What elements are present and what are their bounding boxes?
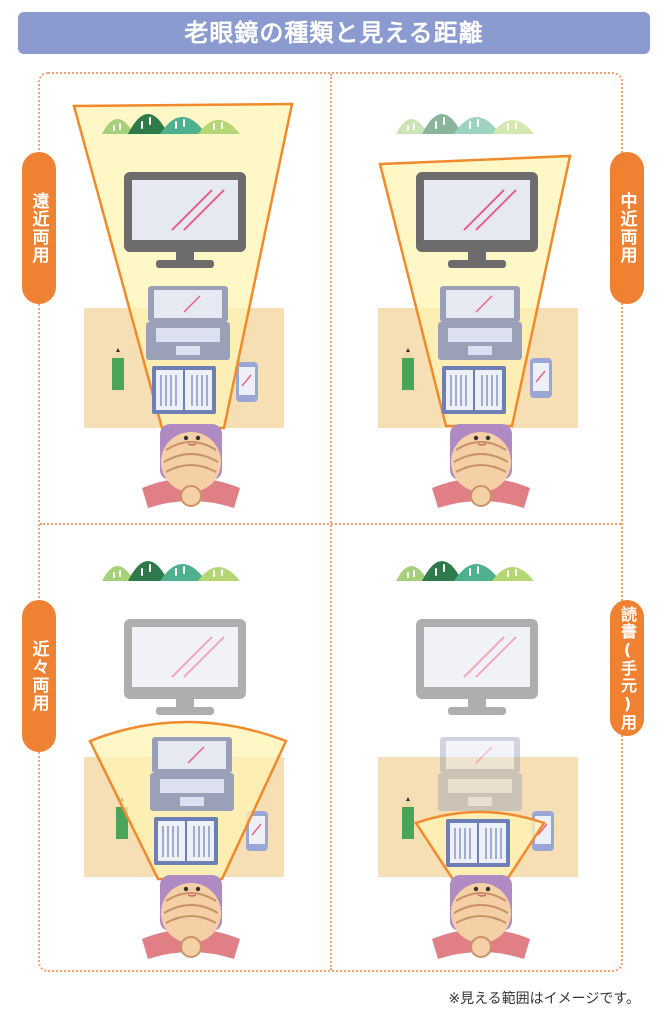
page-title: 老眼鏡の種類と見える距離 (18, 12, 650, 54)
reading-illustration (378, 560, 578, 960)
tab-near-near: 近々両用 (22, 600, 56, 752)
tab-reading: 読書(手元)用 (610, 600, 644, 736)
mid-near-illustration (378, 113, 578, 509)
panel-reading (334, 527, 624, 972)
near-near-illustration (84, 560, 288, 960)
disclaimer-note: ※見える範囲はイメージです。 (448, 991, 640, 1007)
far-near-illustration (72, 102, 294, 509)
tab-mid-near: 中近両用 (610, 152, 644, 304)
tab-far-near: 遠近両用 (22, 152, 56, 304)
panel-mid-near (334, 76, 624, 521)
panel-near-near (40, 527, 330, 972)
vertical-divider (330, 74, 332, 970)
panel-grid-frame (38, 72, 623, 972)
horizontal-divider (40, 523, 621, 525)
panel-far-near (40, 76, 330, 521)
